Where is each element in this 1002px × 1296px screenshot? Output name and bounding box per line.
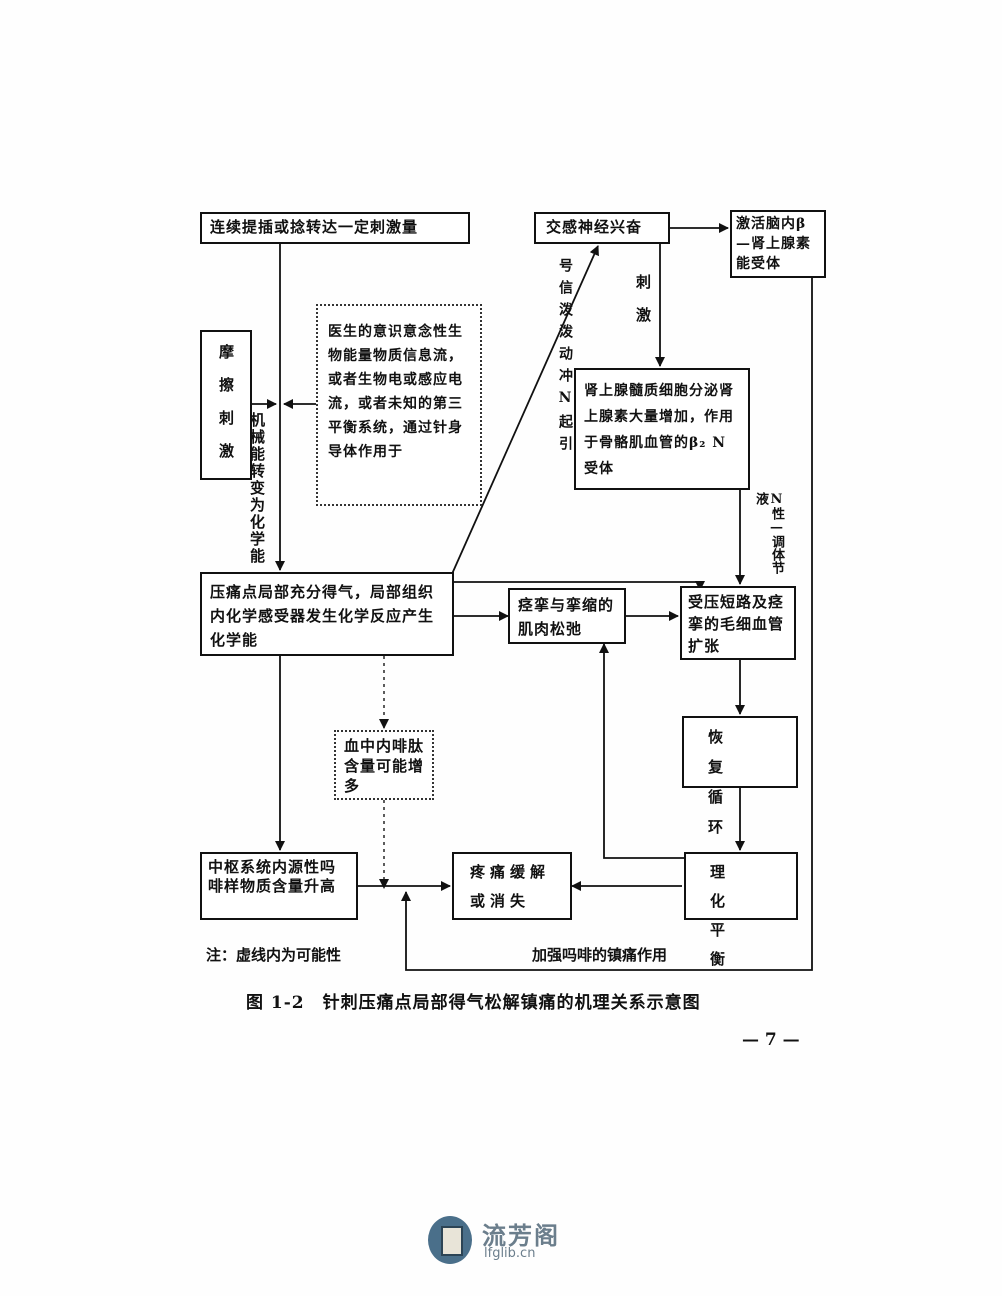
box-pain-relief-text: 疼痛缓解或消失 <box>470 863 551 910</box>
label-mechanical-to-chemical: 机械能转变为化学能 <box>248 412 266 565</box>
box-doctor-intention: 医生的意识意念性生物能量物质信息流，或者生物电或感应电流，或者未知的第三平衡系统… <box>316 304 482 506</box>
watermark-title: 流芳阁 <box>482 1221 560 1250</box>
box-endorphin-blood: 血中内啡肽含量可能增多 <box>334 730 434 800</box>
arrow-b3-loop-b13 <box>401 278 813 971</box>
box-central-morphine-text: 中枢系统内源性吗啡样物质含量升高 <box>208 858 337 895</box>
box-physicochemical-balance-text: 理化平衡 <box>710 863 754 968</box>
box-muscle-relax-text: 痉挛与挛缩的肌肉松弛 <box>518 596 615 638</box>
box-friction-stimulus-text: 摩擦刺激 <box>217 344 235 476</box>
box-restore-circulation-text: 恢复循环 <box>708 728 750 836</box>
box-beta-receptor: 激活脑内β—肾上腺素能受体 <box>730 210 826 278</box>
box-endorphin-blood-text: 血中内啡肽含量可能增多 <box>344 737 425 795</box>
box-restore-circulation: 恢复循环 <box>682 716 798 836</box>
box-adrenal-medulla: 肾上腺髓质细胞分泌肾上腺素大量增加，作用于骨骼肌血管的β₂ N受体 <box>574 368 750 490</box>
box-physicochemical-balance: 理化平衡 <box>684 852 798 968</box>
box-capillary-dilation: 受压短路及痉挛的毛细血管扩张 <box>680 586 796 660</box>
label-enhance-morphine: 加强吗啡的镇痛作用 <box>532 946 668 964</box>
box-adrenal-medulla-text: 肾上腺髓质细胞分泌肾上腺素大量增加，作用于骨骼肌血管的β₂ N受体 <box>584 383 734 477</box>
box-beta-receptor-text: 激活脑内β—肾上腺素能受体 <box>736 216 811 272</box>
box-local-qi: 压痛点局部充分得气，局部组织内化学感受器发生化学反应产生化学能 <box>200 572 454 656</box>
arrow-b7-b2 <box>451 245 599 575</box>
box-friction-stimulus: 摩擦刺激 <box>200 330 252 480</box>
label-stimulation: 刺激 <box>634 274 652 340</box>
box-muscle-relax: 痉挛与挛缩的肌肉松弛 <box>508 588 626 644</box>
figure-caption: 图 1-2 针刺压痛点局部得气松解镇痛的机理关系示意图 <box>246 993 701 1013</box>
label-neuro-humoral: N性—调体节液 <box>753 492 784 574</box>
box-continuous-stimulation-text: 连续提插或捻转达一定刺激量 <box>210 218 419 236</box>
box-continuous-stimulation: 连续提插或捻转达一定刺激量 <box>200 212 470 244</box>
book-icon <box>428 1216 472 1264</box>
arrow-b14-b8 <box>599 643 684 859</box>
watermark-logo: 流芳阁 lfglib.cn <box>428 1216 578 1268</box>
box-sympathetic-excitation: 交感神经兴奋 <box>534 212 670 244</box>
box-doctor-intention-text: 医生的意识意念性生物能量物质信息流，或者生物电或感应电流，或者未知的第三平衡系统… <box>328 324 463 460</box>
label-signal-impulse: 号信泼泼动冲N起引 <box>557 258 573 458</box>
box-central-morphine: 中枢系统内源性吗啡样物质含量升高 <box>200 852 358 920</box>
page-number: — 7 — <box>742 1030 800 1050</box>
box-sympathetic-excitation-text: 交感神经兴奋 <box>546 218 643 236</box>
box-pain-relief: 疼痛缓解或消失 <box>452 852 572 920</box>
box-capillary-dilation-text: 受压短路及痉挛的毛细血管扩张 <box>688 593 785 655</box>
box-local-qi-text: 压痛点局部充分得气，局部组织内化学感受器发生化学反应产生化学能 <box>210 583 435 649</box>
footnote-dashed-possibility: 注：虚线内为可能性 <box>206 946 342 964</box>
watermark-url: lfglib.cn <box>484 1246 536 1261</box>
